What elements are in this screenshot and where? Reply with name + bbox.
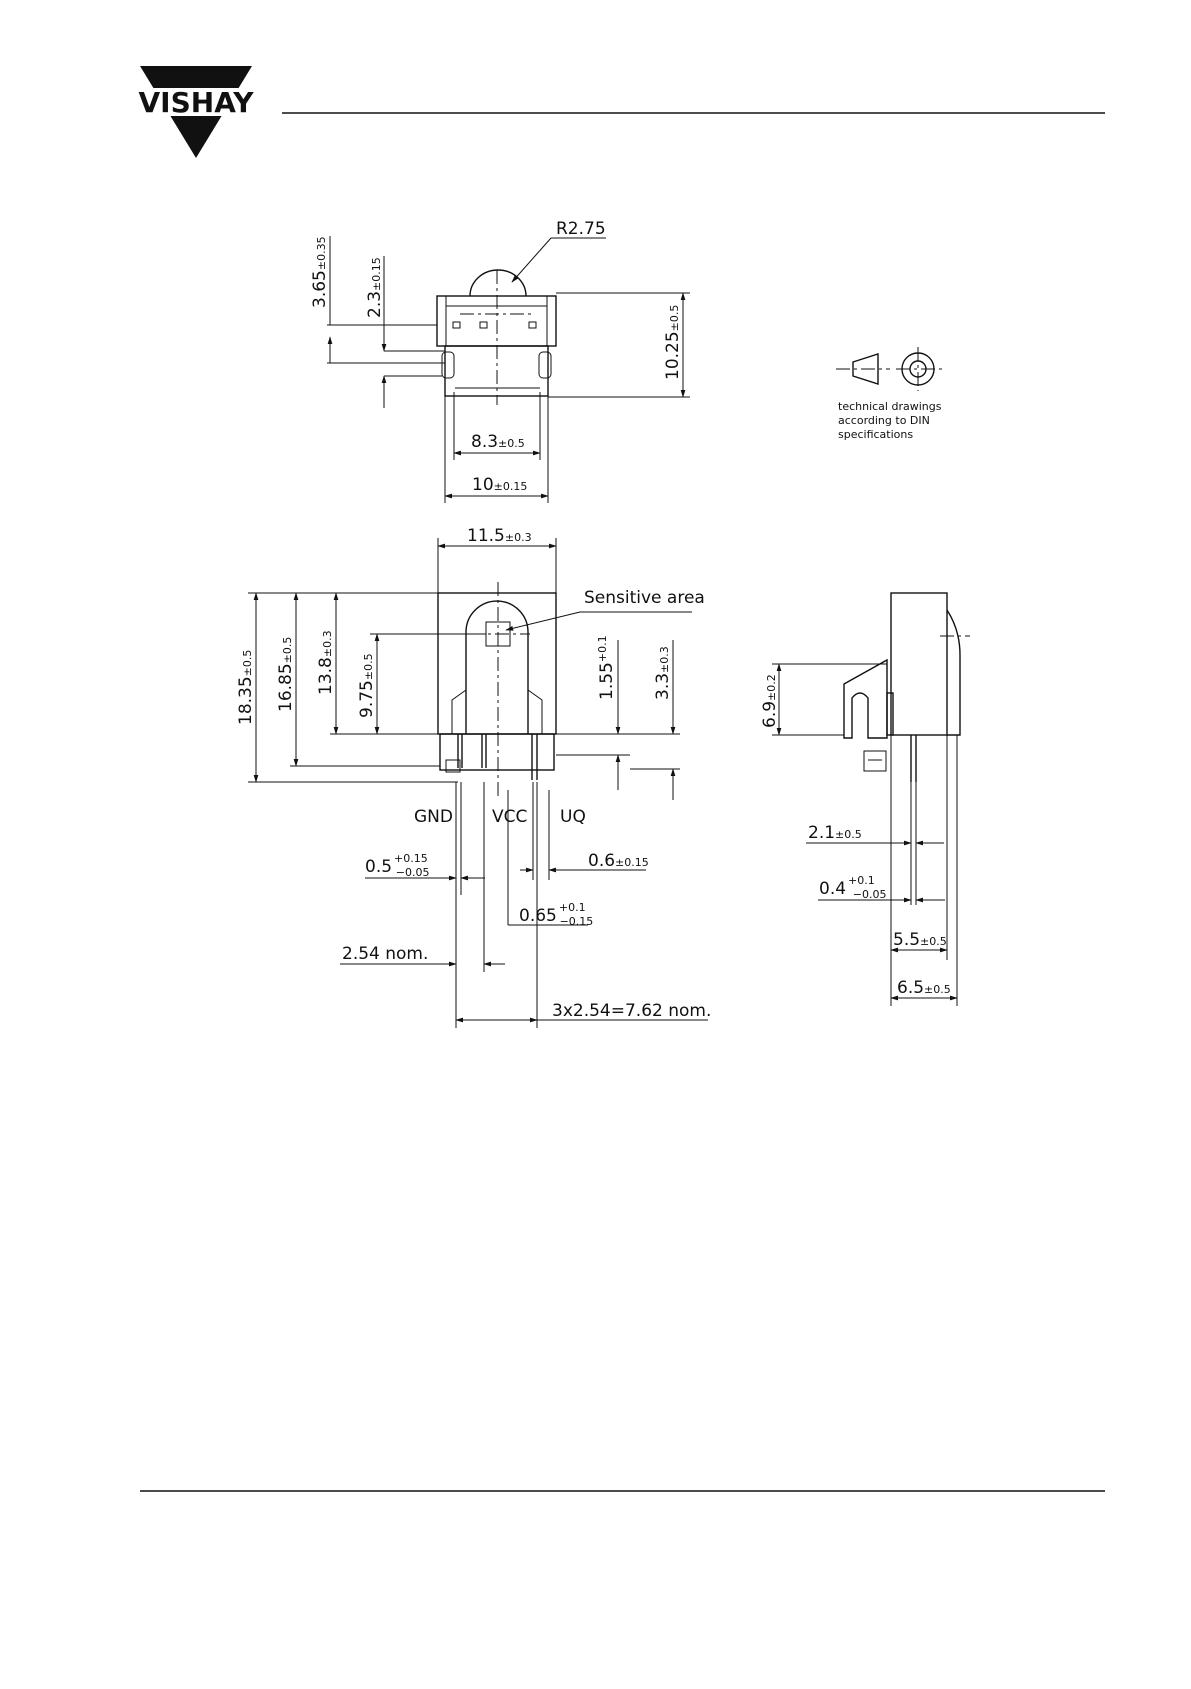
dim-5-5: 5.5±0.5	[893, 930, 947, 950]
dim-1-55: 1.55+0.1	[596, 635, 617, 700]
sensitive-area-label: Sensitive area	[584, 588, 705, 608]
pin-gnd-label: GND	[414, 807, 453, 827]
front-view: Sensitive area 11.5±0.3 18.35±0.5 16.85±…	[236, 526, 711, 1028]
dim-16-85: 16.85±0.5	[276, 637, 296, 712]
dim-2-54: 2.54 nom.	[342, 944, 428, 964]
dim-10: 10±0.15	[472, 475, 527, 495]
vishay-logo: VISHAY	[136, 66, 256, 158]
dim-0-4: 0.4+0.1−0.05	[819, 874, 886, 901]
din-note-line1: technical drawings	[838, 400, 942, 413]
dim-0-65: 0.65+0.1−0.15	[519, 901, 593, 928]
logo-text: VISHAY	[139, 86, 255, 119]
top-view: R2.75 3.65±0.35 2.3±0.15 10.25±0.5 8.3±0…	[310, 219, 690, 503]
dim-3-65: 3.65±0.35	[310, 236, 330, 308]
dim-11-5: 11.5±0.3	[467, 526, 532, 546]
dim-7-62: 3x2.54=7.62 nom.	[552, 1001, 711, 1021]
din-note-line2: according to DIN	[838, 414, 930, 427]
dim-6-5: 6.5±0.5	[897, 978, 951, 998]
dim-2-3: 2.3±0.15	[365, 257, 385, 318]
dim-0-5: 0.5+0.15−0.05	[365, 852, 429, 879]
din-note-line3: specifications	[838, 428, 913, 441]
dim-2-1: 2.1±0.5	[808, 823, 862, 843]
dim-0-6: 0.6±0.15	[588, 851, 649, 871]
side-view: 6.9±0.2 2.1±0.5 0.4+0.1−0.05 5.5±0.5 6.5…	[760, 592, 970, 1006]
dim-3-3: 3.3±0.3	[653, 646, 673, 700]
dim-18-35: 18.35±0.5	[236, 650, 256, 725]
dim-9-75: 9.75±0.5	[357, 653, 377, 718]
dim-8-3: 8.3±0.5	[471, 432, 525, 452]
dim-6-9: 6.9±0.2	[760, 674, 780, 728]
r-label: R2.75	[556, 219, 606, 239]
din-projection-symbol: technical drawings according to DIN spec…	[836, 347, 942, 441]
dim-13-8: 13.8±0.3	[316, 630, 336, 695]
pin-uq-label: UQ	[560, 807, 586, 827]
dim-10-25: 10.25±0.5	[663, 305, 683, 380]
pin-vcc-label: VCC	[492, 807, 527, 827]
